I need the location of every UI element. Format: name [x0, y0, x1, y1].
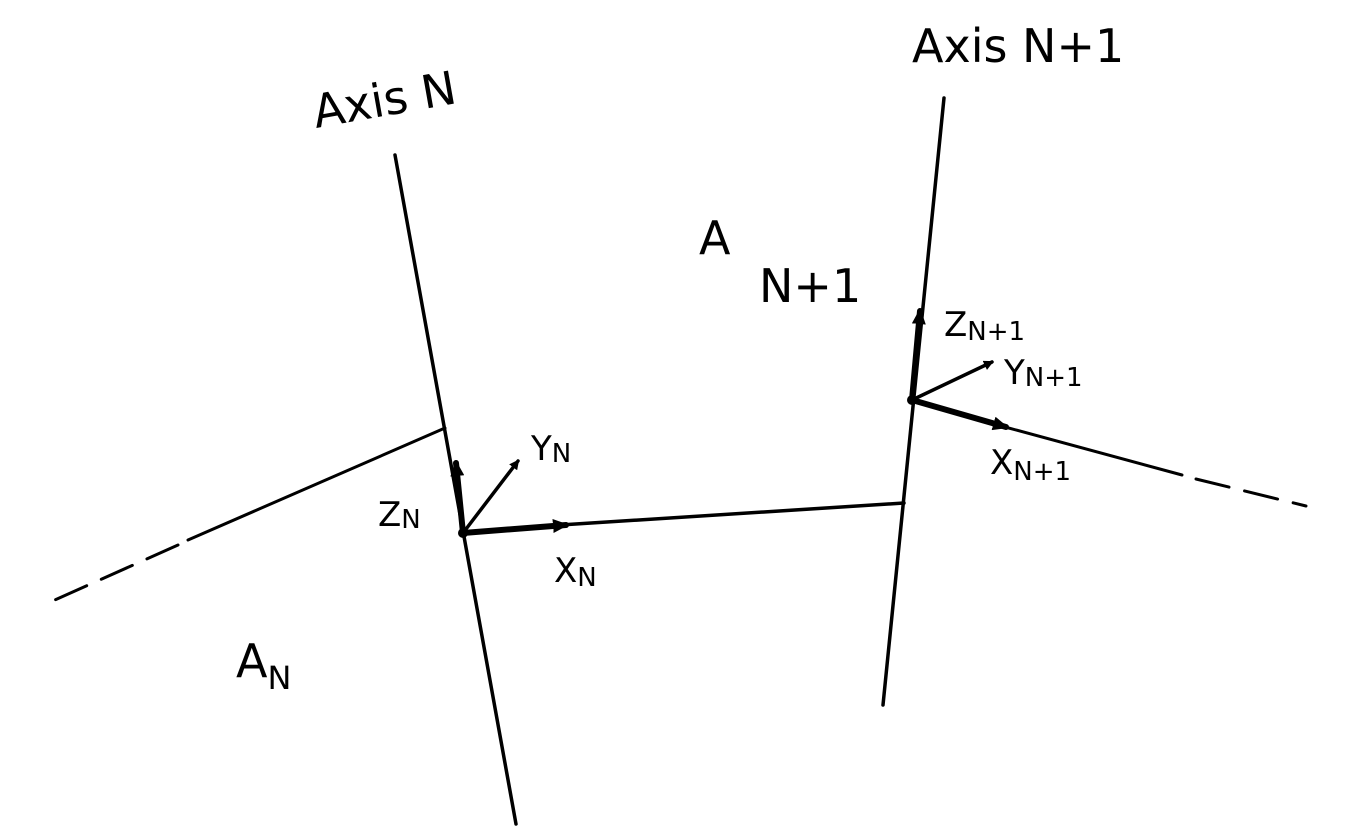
y-n-label: YN — [530, 429, 571, 469]
axis-n-label: Axis N — [309, 61, 461, 139]
x-n1-arrow — [909, 397, 1009, 431]
axis-n1-label: Axis N+1 — [912, 19, 1124, 73]
link-n-line — [186, 426, 447, 542]
x-n-label: XN — [554, 551, 597, 593]
y-n1-arrow — [910, 360, 994, 402]
z-n1-arrow — [909, 308, 926, 403]
a-n1-subscript: N+1 — [759, 259, 861, 313]
x-n-arrow — [460, 519, 569, 536]
y-n-arrow — [461, 459, 520, 535]
z-n1-label: ZN+1 — [944, 305, 1025, 347]
common-normal-line — [558, 501, 906, 527]
link-n1-dashed-line — [1194, 477, 1308, 508]
x-n1-label: XN+1 — [990, 443, 1071, 487]
link-n-dashed-line — [46, 543, 180, 605]
z-n-label: ZN — [378, 495, 421, 535]
a-n-label: AN — [236, 634, 291, 697]
a-n1-letter: A — [699, 211, 731, 265]
y-n1-label: YN+1 — [1003, 353, 1083, 393]
link-n1-line — [1003, 425, 1184, 477]
z-n-arrow — [450, 460, 466, 536]
axis-n-line — [393, 153, 518, 826]
